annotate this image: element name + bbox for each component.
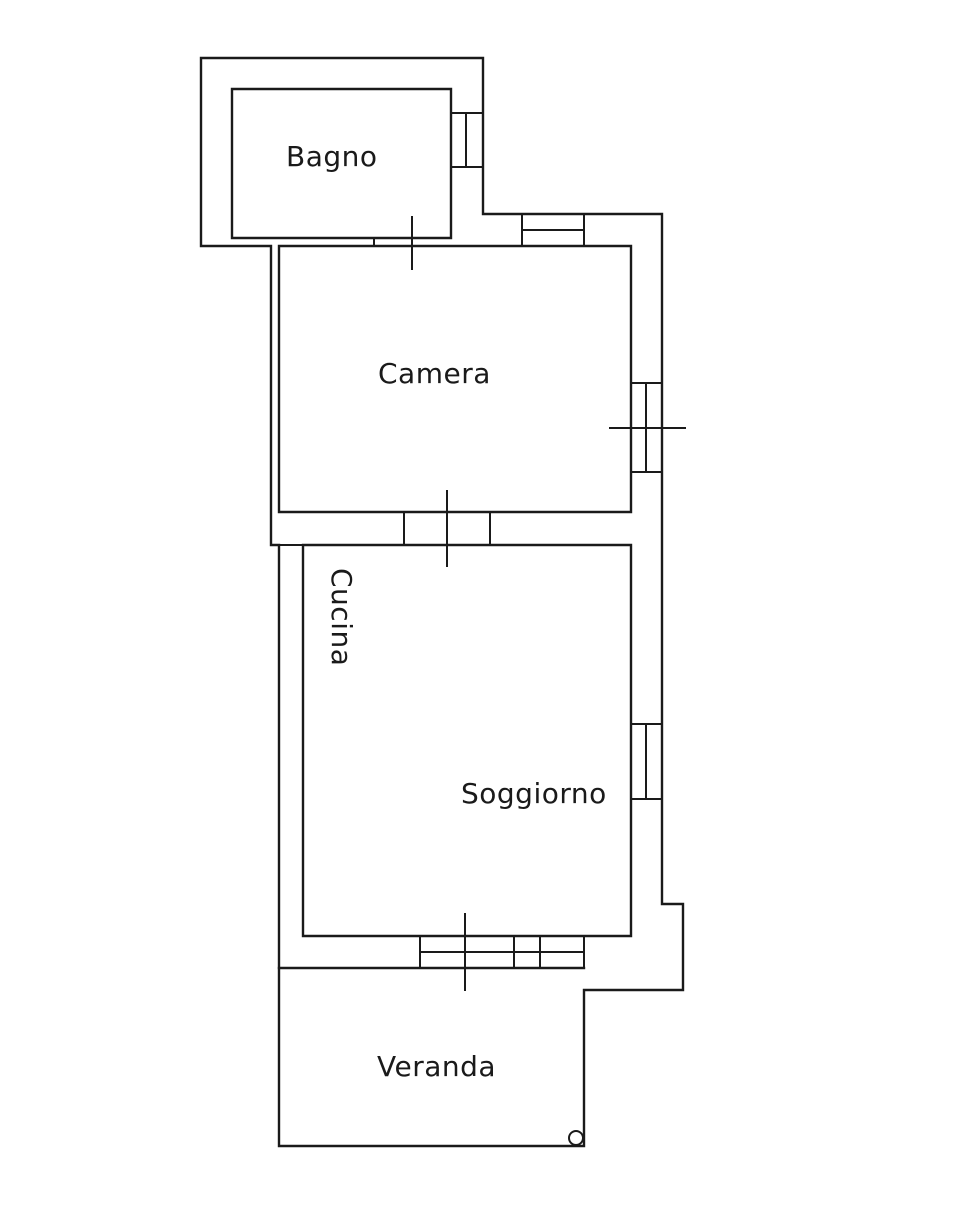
outer-walls bbox=[199, 56, 685, 1148]
bagno-door bbox=[373, 216, 413, 270]
outer-wall-outline bbox=[199, 56, 685, 1148]
camera-inner-wall bbox=[277, 244, 633, 514]
bagno-inner-wall bbox=[230, 87, 453, 240]
room-label-veranda: Veranda bbox=[377, 1050, 496, 1083]
soggiorno-bottom-openings bbox=[419, 936, 585, 968]
room-label-bagno: Bagno bbox=[286, 140, 378, 173]
soggiorno-right-window bbox=[631, 723, 662, 800]
room-camera: Camera bbox=[277, 214, 686, 514]
room-soggiorno: Soggiorno Cucina bbox=[271, 543, 662, 991]
camera-top-window bbox=[521, 214, 585, 246]
room-label-soggiorno: Soggiorno bbox=[461, 777, 607, 810]
camera-soggiorno-door bbox=[403, 490, 491, 567]
room-label-cucina: Cucina bbox=[325, 568, 358, 666]
room-bagno: Bagno bbox=[230, 87, 483, 270]
room-veranda: Veranda bbox=[277, 966, 586, 1146]
veranda-column bbox=[568, 1130, 584, 1146]
camera-soggiorno-door-jambs bbox=[403, 512, 491, 545]
room-label-camera: Camera bbox=[378, 357, 491, 390]
bagno-window bbox=[451, 112, 483, 168]
soggiorno-inner-wall bbox=[301, 543, 633, 938]
